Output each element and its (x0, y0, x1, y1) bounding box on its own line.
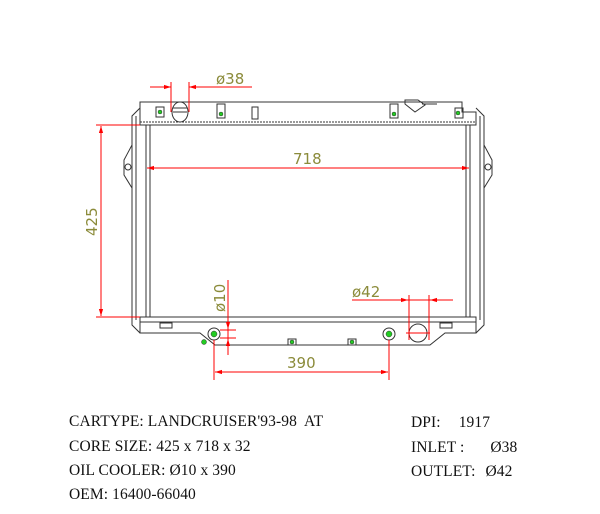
inlet-diameter-label: ø38 (216, 70, 244, 88)
spec-label: OUTLET: (411, 463, 476, 480)
spec-value: Ø10 x 390 (169, 462, 236, 479)
spec-inlet: INLET : Ø38 (411, 439, 517, 457)
spec-label: OIL COOLER: (69, 462, 166, 479)
oil-cooler-diameter-label: ø10 (211, 284, 229, 312)
spec-value: 16400-66040 (112, 486, 196, 503)
spec-value: 1917 (458, 414, 491, 431)
fastener-dots (157, 109, 461, 345)
spec-oem: OEM: 16400-66040 (69, 486, 196, 504)
core-width-label: 718 (293, 150, 322, 168)
radiator-diagram: ø38 718 425 ø10 ø42 390 (83, 70, 493, 380)
spec-label: CORE SIZE: (69, 438, 153, 455)
spec-label: DPI: (411, 414, 441, 431)
radiator-outline (123, 99, 493, 346)
spec-outlet: OUTLET: Ø42 (411, 463, 513, 481)
spec-core-size: CORE SIZE: 425 x 718 x 32 (69, 438, 251, 456)
spec-label: CARTYPE: (69, 413, 144, 430)
spec-value: Ø42 (485, 463, 513, 480)
spec-value: 425 x 718 x 32 (156, 438, 251, 455)
spec-dpi: DPI: 1917 (411, 414, 490, 432)
spec-label: INLET : (411, 439, 465, 456)
core-height-label: 425 (83, 207, 101, 236)
spec-cartype: CARTYPE: LANDCRUISER'93-98 AT (69, 413, 323, 431)
spec-value: Ø38 (490, 439, 518, 456)
spec-label: OEM: (69, 486, 109, 503)
spec-oil-cooler: OIL COOLER: Ø10 x 390 (69, 462, 236, 480)
outlet-diameter-label: ø42 (352, 283, 380, 301)
oil-cooler-spacing-label: 390 (287, 354, 316, 372)
spec-value: LANDCRUISER'93-98 AT (147, 413, 324, 430)
dimension-lines (96, 82, 469, 380)
